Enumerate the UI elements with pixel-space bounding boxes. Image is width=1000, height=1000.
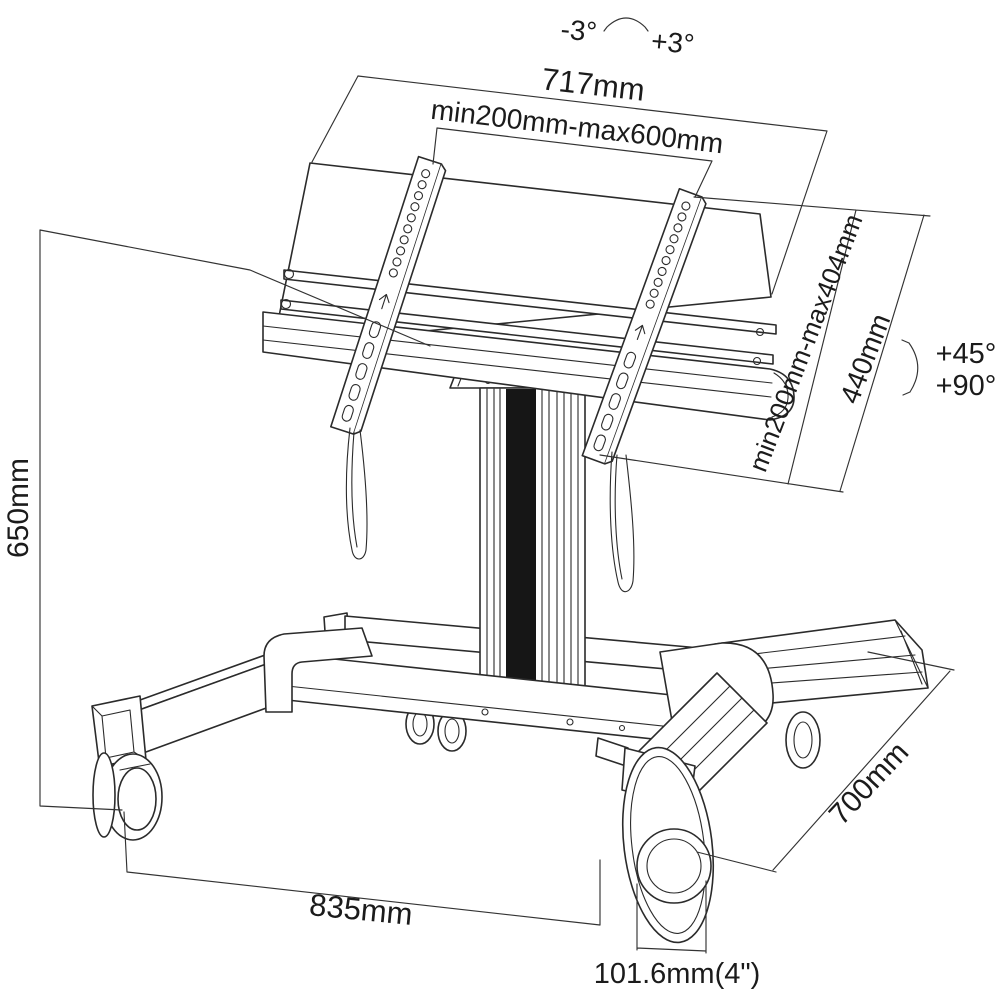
strap-left bbox=[345, 427, 368, 560]
up-arrow-icon bbox=[378, 293, 390, 310]
dim-overall-width-line bbox=[311, 75, 828, 295]
column-dark-stripe bbox=[506, 389, 536, 699]
swivel-arc-icon bbox=[901, 339, 919, 396]
label-tilt-neg: -3° bbox=[559, 14, 598, 48]
tilt-arc-icon bbox=[603, 17, 649, 32]
vesa-slots-right bbox=[593, 351, 637, 452]
vesa-slots-left bbox=[341, 321, 382, 422]
dim-vesa-width-line bbox=[432, 127, 713, 198]
label-vesa-width-range: min200mm-max600mm bbox=[429, 94, 725, 160]
up-arrow-icon bbox=[634, 324, 646, 341]
mount-crossbar bbox=[262, 311, 795, 421]
vesa-bracket-left bbox=[330, 155, 447, 435]
vesa-holes-right bbox=[645, 201, 691, 309]
dim-height-line bbox=[39, 229, 431, 811]
label-swivel-lower: +90° bbox=[936, 370, 997, 402]
tv-mount-assembly bbox=[262, 155, 795, 593]
base-junction-left bbox=[263, 627, 373, 713]
vesa-bracket-right bbox=[581, 187, 707, 465]
label-base-depth: 700mm bbox=[823, 736, 915, 832]
label-base-width: 835mm bbox=[308, 887, 414, 932]
label-swivel-upper: +45° bbox=[936, 338, 997, 370]
caster-front-right bbox=[595, 737, 715, 944]
label-bracket-length: 440mm bbox=[834, 309, 896, 407]
caster-rear-right bbox=[785, 711, 821, 769]
vesa-holes-left bbox=[388, 169, 431, 278]
caster-front-left bbox=[92, 752, 163, 841]
label-tilt-pos: +3° bbox=[650, 25, 696, 60]
dim-base-width-line bbox=[123, 811, 601, 926]
label-column-height: 650mm bbox=[2, 458, 35, 558]
dim-depth-line bbox=[696, 651, 955, 873]
dim-caster-line bbox=[636, 880, 707, 954]
strap-right bbox=[609, 451, 635, 593]
base-front bbox=[91, 627, 774, 944]
dim-vesa-height-lines bbox=[599, 196, 931, 493]
label-overall-width: 717mm bbox=[540, 61, 647, 107]
label-caster-size: 101.6mm(4") bbox=[594, 958, 761, 990]
